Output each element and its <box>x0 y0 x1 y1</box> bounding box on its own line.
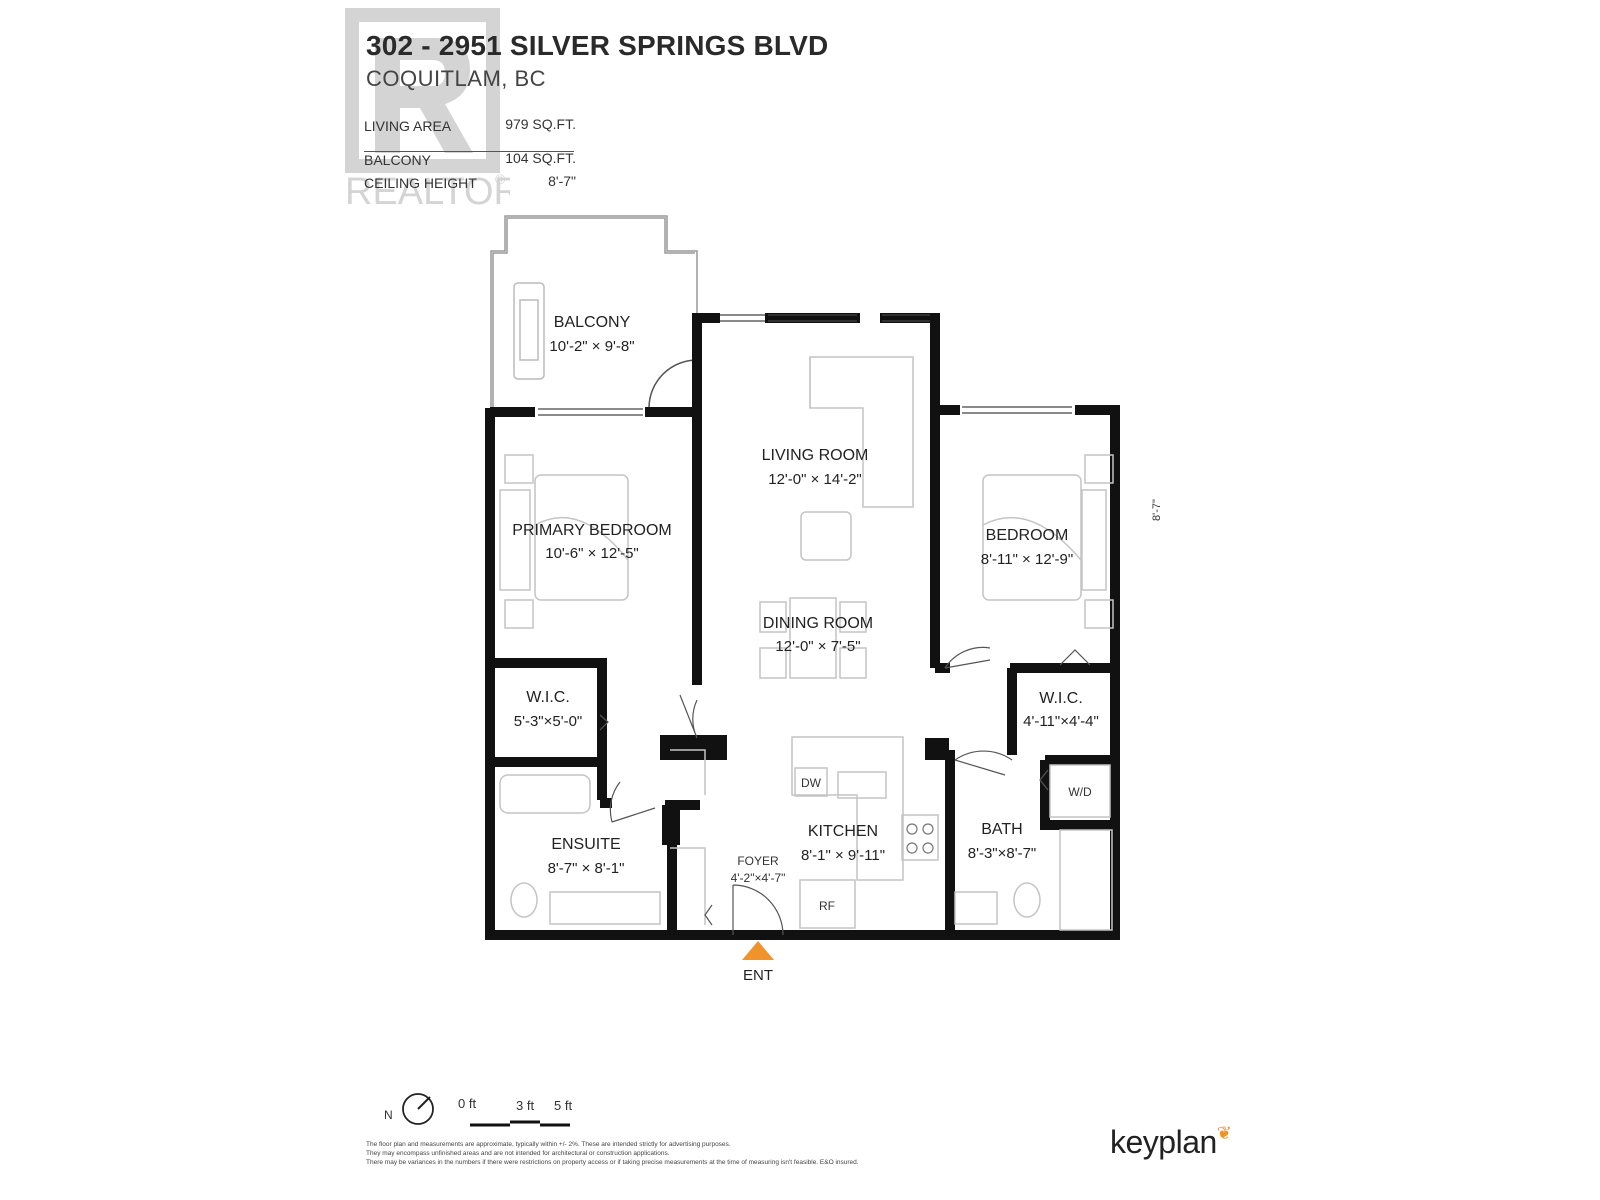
stat-label-balcony: BALCONY <box>364 152 431 168</box>
scale-label-3: 3 ft <box>516 1098 534 1113</box>
entrance-arrow-icon <box>742 941 774 960</box>
balcony-outline <box>490 215 698 411</box>
realtor-watermark: REALTOR ® <box>345 8 510 213</box>
stat-value-living-area: 979 SQ.FT. <box>505 116 576 132</box>
wall-pillar <box>925 738 949 760</box>
disclaimer-line: The floor plan and measurements are appr… <box>366 1141 731 1148</box>
room-name-wic-bedroom: W.I.C. <box>1039 690 1083 707</box>
scale-label-0: 0 ft <box>458 1096 476 1111</box>
room-dims-primary-bedroom: 10'-6" × 12'-5" <box>545 545 639 562</box>
fixture-fridge: RF <box>819 899 835 913</box>
door-swings <box>599 646 1091 936</box>
room-dims-bedroom: 8'-11" × 12'-9" <box>981 551 1073 568</box>
registered-mark: ® <box>495 171 506 187</box>
windows <box>538 314 1072 416</box>
furniture <box>499 356 1114 931</box>
fixture-dishwasher: DW <box>801 776 822 790</box>
room-dims-kitchen: 8'-1" × 9'-11" <box>801 847 885 864</box>
ceiling-height-note: 8'-7" <box>1151 499 1163 521</box>
room-dims-dining: 12'-0" × 7'-5" <box>775 638 860 655</box>
room-name-bedroom: BEDROOM <box>986 527 1069 544</box>
keyplan-leaf-icon: ❦ <box>1216 1123 1232 1143</box>
room-dims-living: 12'-0" × 14'-2" <box>768 471 862 488</box>
balcony-door-swing <box>648 359 698 409</box>
listing-city: COQUITLAM, BC <box>366 66 547 91</box>
room-name-primary-bedroom: PRIMARY BEDROOM <box>512 522 671 539</box>
realtor-wordmark: REALTOR <box>345 171 510 213</box>
room-name-kitchen: KITCHEN <box>808 823 878 840</box>
compass-icon <box>402 1093 434 1125</box>
room-dims-balcony: 10'-2" × 9'-8" <box>549 338 634 355</box>
scale-bar <box>470 1120 570 1127</box>
room-dims-wic-primary: 5'-3"×5'-0" <box>514 713 583 730</box>
scale-label-5: 5 ft <box>554 1098 572 1113</box>
room-dims-wic-bedroom: 4'-11"×4'-4" <box>1023 713 1099 730</box>
stove-icon <box>906 823 934 854</box>
fixture-washer-dryer: W/D <box>1068 785 1092 799</box>
room-name-bath: BATH <box>981 821 1022 838</box>
room-name-dining: DINING ROOM <box>763 615 873 632</box>
room-name-balcony: BALCONY <box>554 314 631 331</box>
room-name-living: LIVING ROOM <box>762 447 869 464</box>
balcony-furniture <box>513 282 545 380</box>
keyplan-wordmark: keyplan <box>1110 1124 1217 1160</box>
stat-label-living-area: LIVING AREA <box>364 118 452 134</box>
room-name-ensuite: ENSUITE <box>551 836 620 853</box>
room-dims-ensuite: 8'-7" × 8'-1" <box>548 860 625 877</box>
compass-north-label: N <box>384 1108 393 1122</box>
room-name-wic-primary: W.I.C. <box>526 689 570 706</box>
keyplan-logo: keyplan❦ <box>1110 1123 1232 1161</box>
room-dims-foyer: 4'-2"×4'-7" <box>731 871 786 885</box>
stat-divider <box>364 151 574 152</box>
room-name-foyer: FOYER <box>737 854 779 868</box>
stat-value-ceiling-height: 8'-7" <box>548 173 576 189</box>
entrance-label: ENT <box>743 967 773 984</box>
disclaimer: The floor plan and measurements are appr… <box>366 1140 1006 1167</box>
exterior-walls <box>485 313 1120 940</box>
stat-value-balcony: 104 SQ.FT. <box>505 150 576 166</box>
wall-pillar <box>662 805 680 845</box>
room-dims-bath: 8'-3"×8'-7" <box>968 845 1037 862</box>
stat-label-ceiling-height: CEILING HEIGHT <box>364 175 477 191</box>
disclaimer-line: There may be variances in the numbers if… <box>366 1159 859 1166</box>
disclaimer-line: They may encompass unfinished areas and … <box>366 1150 670 1157</box>
listing-address: 302 - 2951 SILVER SPRINGS BLVD <box>366 30 829 61</box>
realtor-r-logo-icon <box>345 8 500 173</box>
